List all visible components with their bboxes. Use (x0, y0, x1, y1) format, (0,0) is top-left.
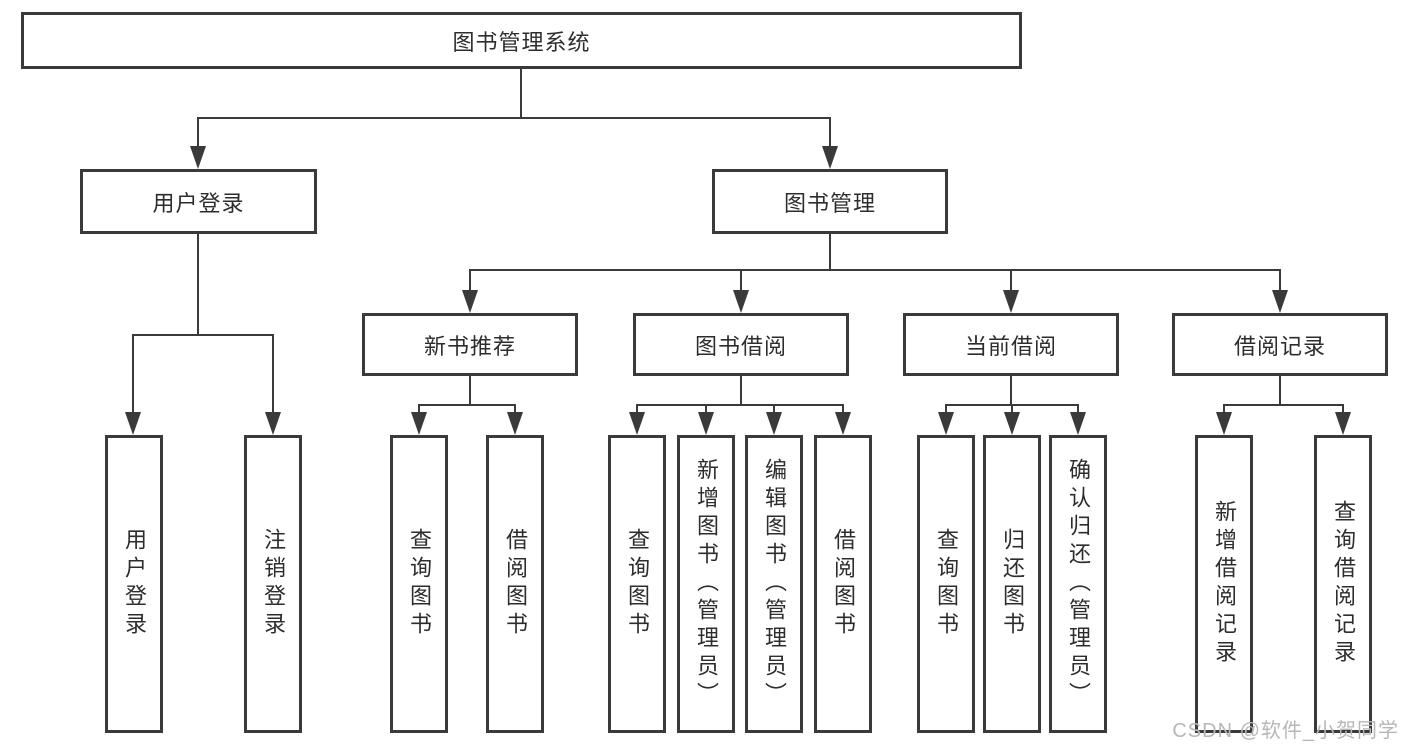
connector-vline (1278, 376, 1282, 406)
connector-vline (513, 405, 517, 414)
node-leaf-add-borrow-record: 新增借阅记录 (1195, 435, 1253, 733)
node-leaf-logout-label: 注销登录 (261, 528, 286, 640)
arrowhead-down-icon (733, 290, 749, 313)
node-current-borrow: 当前借阅 (903, 313, 1119, 376)
node-leaf-query-books-recommend: 查询图书 (390, 435, 448, 733)
arrowhead-down-icon (265, 412, 281, 435)
connector-vline (739, 376, 743, 406)
connector-vline (196, 233, 200, 336)
connector-vline (196, 118, 200, 148)
connector-vline (417, 405, 421, 414)
node-leaf-add-books-admin-label: 新增图书（管理员） (694, 458, 719, 710)
connector-vline (828, 118, 832, 148)
node-leaf-query-borrow-record-label: 查询借阅记录 (1331, 500, 1356, 668)
node-leaf-user-login: 用户登录 (105, 435, 163, 733)
node-leaf-query-books-current-label: 查询图书 (934, 528, 959, 640)
arrowhead-down-icon (507, 412, 523, 435)
connector-vline (772, 405, 776, 414)
connector-vline (1009, 376, 1013, 406)
node-leaf-return-books-label: 归还图书 (1000, 528, 1025, 640)
connector-hline (131, 333, 275, 337)
arrowhead-down-icon (190, 146, 206, 169)
connector-vline (519, 68, 523, 118)
arrowhead-down-icon (835, 412, 851, 435)
arrowhead-down-icon (1335, 412, 1351, 435)
connector-vline (704, 405, 708, 414)
node-new-book-recommend-label: 新书推荐 (423, 333, 516, 359)
node-leaf-return-books: 归还图书 (983, 435, 1041, 733)
node-user-login-branch-label: 用户登录 (152, 190, 245, 216)
arrowhead-down-icon (629, 412, 645, 435)
node-book-borrow-label: 图书借阅 (694, 333, 787, 359)
connector-vline (1341, 405, 1345, 414)
node-borrow-records-label: 借阅记录 (1233, 333, 1326, 359)
connector-hline (196, 116, 832, 120)
connector-vline (1009, 270, 1013, 292)
connector-vline (944, 405, 948, 414)
connector-hline (635, 403, 845, 407)
node-leaf-edit-books-admin: 编辑图书（管理员） (745, 435, 803, 733)
node-borrow-records: 借阅记录 (1172, 313, 1388, 376)
node-leaf-borrow-books-recommend-label: 借阅图书 (503, 528, 528, 640)
node-new-book-recommend: 新书推荐 (362, 313, 578, 376)
node-leaf-edit-books-admin-label: 编辑图书（管理员） (762, 458, 787, 710)
node-leaf-confirm-return-admin: 确认归还（管理员） (1049, 435, 1107, 733)
connector-vline (131, 335, 135, 414)
connector-hline (468, 268, 1282, 272)
connector-vline (635, 405, 639, 414)
connector-vline (1010, 405, 1014, 414)
connector-vline (271, 335, 275, 414)
node-leaf-borrow-books-recommend: 借阅图书 (486, 435, 544, 733)
arrowhead-down-icon (766, 412, 782, 435)
connector-vline (468, 270, 472, 292)
node-leaf-query-books-borrow: 查询图书 (608, 435, 666, 733)
arrowhead-down-icon (1216, 412, 1232, 435)
connector-hline (417, 403, 517, 407)
node-book-management: 图书管理 (712, 169, 948, 234)
arrowhead-down-icon (411, 412, 427, 435)
node-leaf-query-books-recommend-label: 查询图书 (407, 528, 432, 640)
arrowhead-down-icon (1004, 412, 1020, 435)
node-leaf-query-books-borrow-label: 查询图书 (625, 528, 650, 640)
connector-vline (1278, 270, 1282, 292)
arrowhead-down-icon (1070, 412, 1086, 435)
node-leaf-borrow-books: 借阅图书 (814, 435, 872, 733)
node-leaf-query-borrow-record: 查询借阅记录 (1314, 435, 1372, 733)
arrowhead-down-icon (125, 412, 141, 435)
connector-vline (841, 405, 845, 414)
node-leaf-logout: 注销登录 (244, 435, 302, 733)
node-leaf-confirm-return-admin-label: 确认归还（管理员） (1066, 458, 1091, 710)
arrowhead-down-icon (462, 290, 478, 313)
node-leaf-borrow-books-label: 借阅图书 (831, 528, 856, 640)
node-book-borrow: 图书借阅 (633, 313, 849, 376)
arrowhead-down-icon (822, 146, 838, 169)
arrowhead-down-icon (1003, 290, 1019, 313)
node-user-login-branch: 用户登录 (80, 169, 317, 234)
connector-vline (1222, 405, 1226, 414)
arrowhead-down-icon (1272, 290, 1288, 313)
connector-hline (1222, 403, 1345, 407)
connector-vline (1076, 405, 1080, 414)
node-root-label: 图书管理系统 (452, 29, 591, 55)
connector-vline (828, 233, 832, 271)
node-leaf-query-books-current: 查询图书 (917, 435, 975, 733)
arrowhead-down-icon (938, 412, 954, 435)
node-leaf-add-books-admin: 新增图书（管理员） (677, 435, 735, 733)
node-leaf-add-borrow-record-label: 新增借阅记录 (1212, 500, 1237, 668)
node-book-management-label: 图书管理 (783, 190, 876, 216)
connector-vline (468, 376, 472, 406)
connector-hline (944, 403, 1080, 407)
connector-vline (739, 270, 743, 292)
node-leaf-user-login-label: 用户登录 (122, 528, 147, 640)
arrowhead-down-icon (698, 412, 714, 435)
node-current-borrow-label: 当前借阅 (964, 333, 1057, 359)
node-root: 图书管理系统 (21, 12, 1022, 69)
watermark: CSDN @软件_小贺同学 (1172, 720, 1399, 742)
